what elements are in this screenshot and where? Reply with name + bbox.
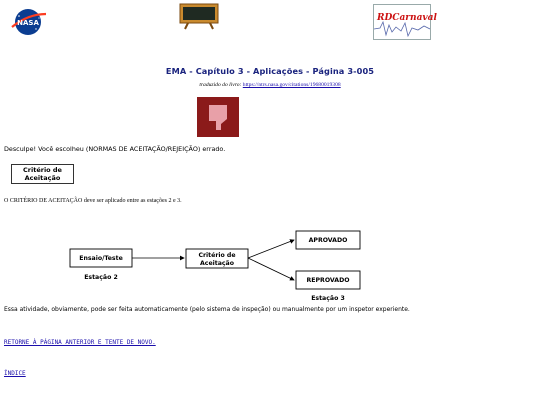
station-3-label: Estação 3 bbox=[311, 295, 345, 302]
node-criteria-box bbox=[185, 248, 249, 269]
chosen-option-line1: Critério de bbox=[23, 166, 62, 174]
back-link[interactable]: RETORNE À PÁGINA ANTERIOR E TENTE DE NOV… bbox=[4, 339, 156, 346]
source-line: traduzido do livro: https://ntrs.nasa.go… bbox=[0, 82, 540, 88]
source-prefix: traduzido do livro: bbox=[199, 82, 242, 88]
page-title: EMA - Capítulo 3 - Aplicações - Página 3… bbox=[165, 66, 375, 76]
flow-diagram: Ensaio/Teste Estação 2 Critério de Aceit… bbox=[64, 225, 374, 305]
node-rejected-label: REPROVADO bbox=[307, 277, 350, 284]
station-2-label: Estação 2 bbox=[84, 274, 118, 281]
node-criteria-line1: Critério de bbox=[198, 251, 235, 259]
nasa-logo-text: NASA bbox=[17, 19, 39, 27]
explanation-text: O CRITÉRIO DE ACEITAÇÃO deve ser aplicad… bbox=[4, 198, 182, 204]
node-test-label: Ensaio/Teste bbox=[79, 255, 123, 262]
node-approved-label: APROVADO bbox=[309, 237, 348, 244]
node-approved-box bbox=[295, 230, 361, 250]
chosen-option-line2: Aceitação bbox=[24, 173, 61, 182]
error-message: Desculpe! Você escolheu (NORMAS DE ACEIT… bbox=[4, 145, 226, 153]
rdcarnaval-logo-text: RDCarnaval bbox=[377, 13, 437, 23]
index-link[interactable]: ÍNDICE bbox=[4, 370, 26, 377]
thumbs-down-icon bbox=[197, 97, 239, 137]
source-link[interactable]: https://ntrs.nasa.gov/citations/19680019… bbox=[242, 82, 341, 88]
node-criteria-line2: Aceitação bbox=[200, 260, 234, 267]
arrow-to-approved bbox=[247, 239, 295, 259]
chosen-option-box: Critério de Aceitação bbox=[11, 164, 74, 184]
arrow-to-rejected bbox=[247, 257, 295, 281]
chalkboard-icon[interactable] bbox=[176, 2, 222, 30]
nasa-logo: NASA bbox=[8, 8, 48, 36]
node-rejected-box bbox=[295, 270, 361, 290]
rdcarnaval-logo[interactable]: RDCarnaval bbox=[373, 4, 437, 40]
description-text: Essa atividade, obviamente, pode ser fei… bbox=[4, 306, 410, 313]
